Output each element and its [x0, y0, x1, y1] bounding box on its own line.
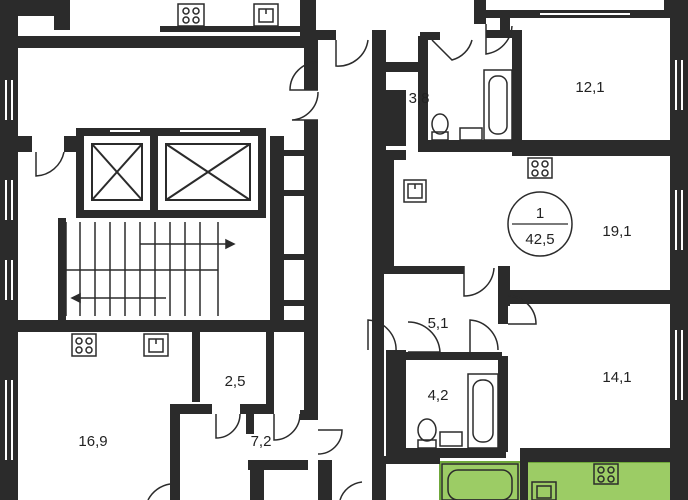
- apartment-badge[interactable]: 1 42,5: [507, 191, 573, 257]
- sink-icon: [143, 3, 557, 500]
- highlighted-unit[interactable]: [439, 461, 688, 500]
- door-swing-icon: [35, 24, 537, 500]
- apartment-number: 1: [536, 205, 544, 222]
- elevator-icon: [91, 143, 251, 201]
- apartment-area: 42,5: [525, 231, 554, 248]
- window-icon: [5, 3, 683, 460]
- bathtub-icon: [441, 69, 519, 500]
- stove-icon: [71, 3, 619, 485]
- room-area-2-5: 2,5: [225, 373, 246, 390]
- room-area-7-2: 7,2: [251, 433, 272, 450]
- room-area-5-1: 5,1: [428, 315, 449, 332]
- toilet-icon: [417, 113, 449, 449]
- room-area-14-1: 14,1: [602, 369, 631, 386]
- room-area-19-1: 19,1: [602, 223, 631, 240]
- room-area-4-2: 4,2: [428, 387, 449, 404]
- room-area-3-8: 3,8: [409, 90, 430, 107]
- room-labels: 12,1 3,8 19,1 5,1 14,1 4,2 2,5 16,9 7,2: [78, 79, 631, 450]
- room-area-12-1: 12,1: [575, 79, 604, 96]
- room-area-16-9: 16,9: [78, 433, 107, 450]
- stairs-icon: [65, 222, 236, 316]
